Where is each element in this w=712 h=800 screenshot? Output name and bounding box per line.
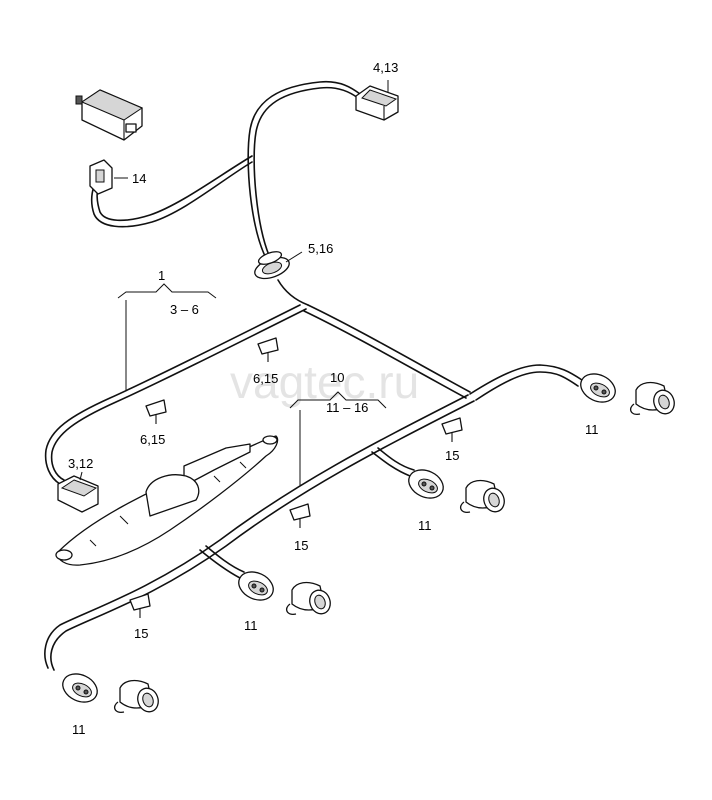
sensor-icon [113, 679, 159, 713]
label-1: 1 [158, 268, 165, 283]
label-10: 10 [330, 370, 344, 385]
label-6-15-a: 6,15 [253, 371, 278, 386]
sensor-icon [285, 581, 331, 615]
connector-11-b-icon [408, 469, 444, 499]
connector-11-a-icon [580, 373, 616, 403]
label-11-16: 11 – 16 [326, 400, 368, 415]
control-unit-icon [75, 89, 144, 141]
connector-4-13-icon [355, 85, 399, 121]
clip-icon [145, 399, 167, 424]
connector-11-c-icon [238, 571, 274, 601]
connector-14-icon [89, 159, 113, 195]
clip-icon [257, 337, 279, 362]
label-11-a: 11 [585, 422, 599, 437]
clip-icon [441, 417, 463, 442]
grommet-icon [254, 251, 290, 280]
clip-icon [129, 593, 151, 618]
label-4-13: 4,13 [373, 60, 398, 75]
connector-3-12-icon [57, 475, 99, 513]
watermark: vagtec.ru [230, 356, 419, 408]
connector-11-d-icon [62, 673, 98, 703]
label-14: 14 [132, 171, 146, 186]
label-11-d: 11 [72, 722, 86, 737]
callout-labels: 4,13 14 5,16 1 3 – 6 6,15 6,15 10 11 – 1… [68, 60, 599, 737]
label-6-15-b: 6,15 [140, 432, 165, 447]
clip-icon [289, 503, 311, 528]
label-15-b: 15 [294, 538, 308, 553]
label-15-c: 15 [134, 626, 148, 641]
label-15-a: 15 [445, 448, 459, 463]
leader-lines [79, 80, 389, 486]
label-3-12: 3,12 [68, 456, 93, 471]
sensor-icon [459, 479, 505, 513]
label-5-16: 5,16 [308, 241, 333, 256]
harness-wires [44, 80, 583, 671]
bumper-bracket-icon [55, 435, 279, 566]
sensor-icon [629, 381, 675, 415]
label-11-c: 11 [244, 618, 258, 633]
label-11-b: 11 [418, 518, 432, 533]
label-3-6: 3 – 6 [170, 302, 199, 317]
